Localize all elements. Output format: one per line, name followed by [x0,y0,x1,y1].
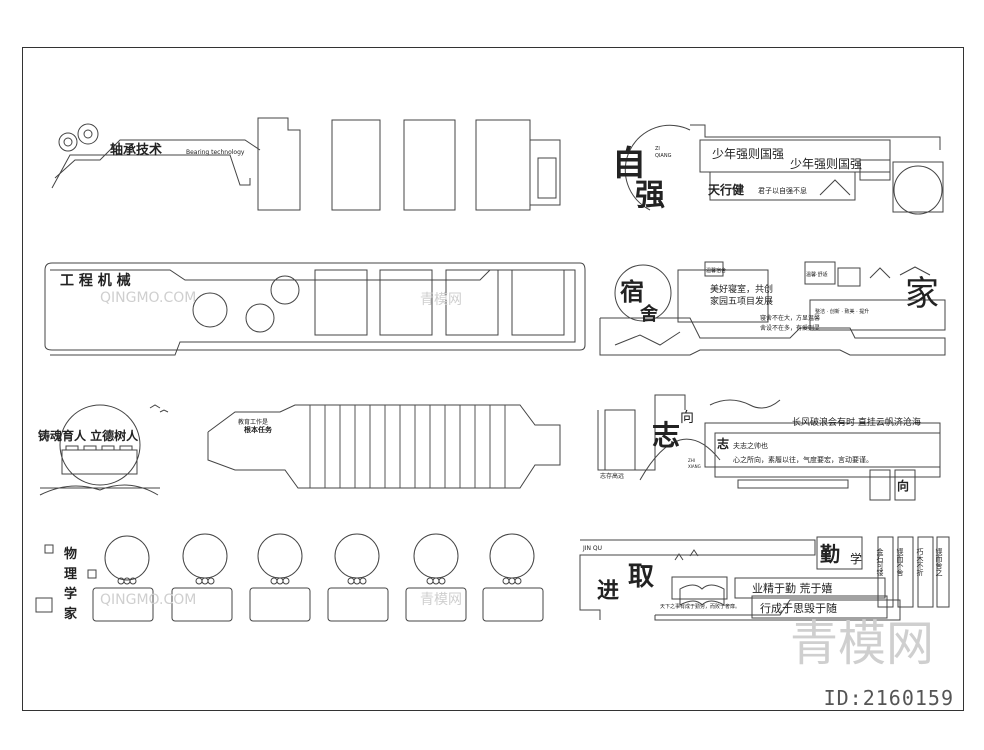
morality-panel: 铸魂育人 立德树人 [38,404,169,496]
bearing-title: 轴承技术 [110,142,162,158]
dorm-big-1: 宿 [620,278,644,306]
physics-char-3: 学 [64,586,77,602]
ambition-side: 志存高远 [600,472,624,480]
ambition-big: 志 [652,419,680,452]
dorm-tag: 温馨宿舍 [706,267,726,274]
education-panel: 教育工作是 根本任务 [207,404,561,489]
id-label: ID:2160159 [823,686,954,710]
progress-col-3: 朽木不折 [916,547,924,577]
progress-big-2: 取 [628,562,654,592]
watermark-brand: 青模网 [420,292,462,308]
ziqiang-panel: 自 强 ZI QIANG 少年强则国强 少年强则国强 天行健 君子以自强不息 [612,124,944,215]
progress-col-1: 金石可镂 [876,547,884,577]
progress-qin: 勤 [820,542,840,566]
progress-col-4: 锲而舍之 [935,547,943,577]
dorm-line-5: 舍设不在多，有爱则灵 [760,324,820,332]
ambition-xiang: 向 [897,478,909,493]
ambition-pinyin-1: ZHI [688,458,695,463]
watermark-layer: QINGMO.COM QINGMO.COM 青模网 青模网 青模网 [100,290,934,672]
watermark-brand-large: 青模网 [790,616,934,672]
progress-header: JIN QU [582,545,602,552]
ziqiang-line-2: 少年强则国强 [790,157,862,171]
progress-col-2: 锲而不舍 [896,547,904,577]
dorm-line-3: 温馨·舒适 [806,271,828,278]
physicists-panel: 物 理 学 家 [35,533,544,622]
ziqiang-line-4: 君子以自强不息 [758,186,807,195]
ambition-line-3: 心之所向，素履以往，气度要宏，言动要谨。 [733,455,873,464]
drawing-sheet-border [22,47,964,711]
ziqiang-big-1: 自 [612,144,646,184]
ziqiang-line-1: 少年强则国强 [712,147,784,161]
watermark-brand: 青模网 [420,592,462,608]
engineering-title: 工 程 机 械 [60,272,131,289]
dorm-line-1: 美好寝室，共创 [710,283,773,295]
ziqiang-pinyin-1: ZI [655,146,660,152]
ziqiang-big-2: 强 [635,178,665,213]
physics-char-4: 家 [64,606,78,622]
ambition-small: 向 [680,410,694,426]
dorm-line-6: 整洁 · 创新 · 致美 · 提升 [815,308,869,315]
ambition-ti: 志 [717,436,729,451]
education-line1: 教育工作是 [238,418,268,426]
bearing-panel: 轴承技术 Bearing technology [51,117,561,211]
physics-char-2: 理 [64,567,77,582]
watermark-text: QINGMO.COM [100,592,196,608]
progress-big-1: 进 [597,579,619,604]
progress-xue: 学 [850,551,862,566]
progress-line-3: 行成于思毁于随 [760,601,837,615]
ambition-pinyin-2: XIANG [688,464,701,469]
ambition-panel: 志 向 ZHI XIANG 志存高远 长风破浪会有时 直挂云帆济沧海 夫志之帅也… [597,394,941,501]
ziqiang-pinyin-2: QIANG [655,153,672,159]
watermark-text: QINGMO.COM [100,290,196,306]
ambition-line-1: 长风破浪会有时 直挂云帆济沧海 [792,416,921,428]
morality-title: 铸魂育人 立德树人 [38,428,139,443]
education-line2: 根本任务 [244,425,273,434]
progress-line-1: 业精于勤 荒于嬉 [752,581,833,595]
dorm-line-4: 寝舍不在大，方显温馨 [760,314,820,322]
dorm-panel: 宿 舍 温馨宿舍 美好寝室，共创 家园五项目发展 温馨·舒适 寝舍不在大，方显温… [599,261,946,356]
physics-char-1: 物 [64,546,77,562]
dorm-big-2: 舍 [640,303,659,325]
ambition-line-2: 夫志之帅也 [733,441,768,450]
dorm-line-2: 家园五项目发展 [710,295,773,307]
engineering-panel: 工 程 机 械 [44,262,586,356]
progress-panel: JIN QU 进 取 业精于勤 荒于嬉 天下之事有成于勤劳，而败于奢靡。 行成于… [579,536,950,621]
progress-line-2: 天下之事有成于勤劳，而败于奢靡。 [660,603,740,610]
bearing-subtitle: Bearing technology [186,149,245,156]
ziqiang-line-3: 天行健 [708,182,745,197]
dorm-home-char: 家 [905,274,939,314]
